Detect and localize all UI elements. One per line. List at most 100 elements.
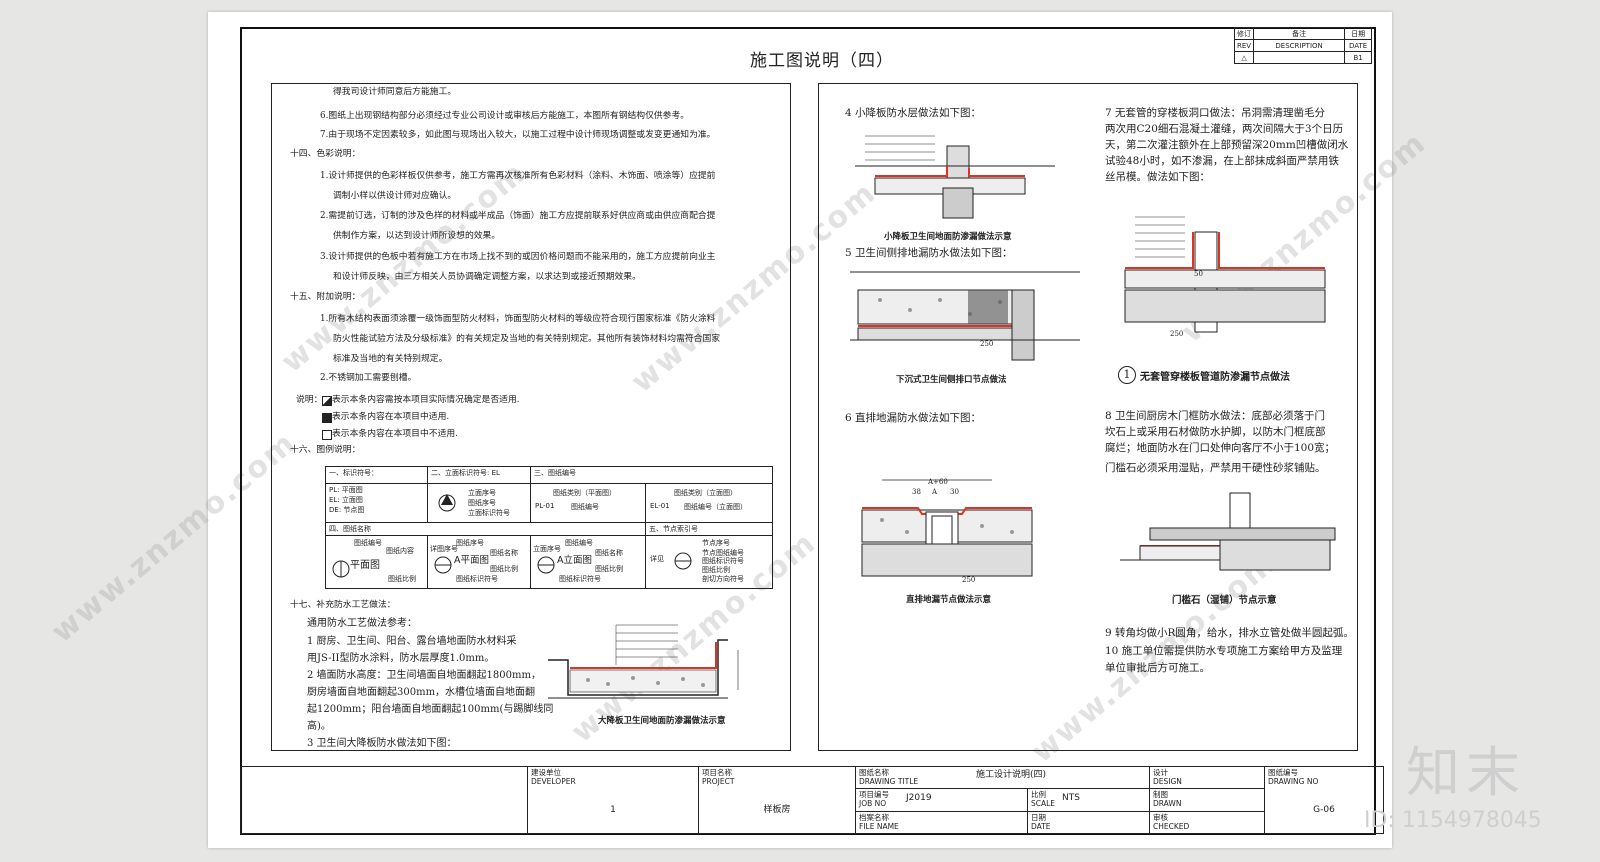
note-7-line: 丝吊模。做法如下图：	[1105, 171, 1210, 183]
page-title: 施工图说明（四）	[750, 51, 894, 71]
legend-b3: 立面序号	[533, 545, 561, 553]
legend-c1: 节点序号	[702, 539, 730, 547]
drawing-no-value: G-06	[1313, 805, 1335, 815]
legend-a2: 图纸名称	[490, 549, 518, 557]
section-heading: 十四、色彩说明：	[290, 149, 361, 159]
wp-line: 起1200mm；阳台墙面自地面翻起100mm(与踢脚线同	[307, 704, 554, 715]
legend-el: EL: 立面图	[329, 496, 363, 504]
legend-no-4: 图纸编号（立面图）	[684, 503, 747, 511]
legend-n2: 图纸内容	[386, 547, 414, 555]
file-label: 档案名称	[859, 812, 889, 822]
dim-38: 38	[912, 488, 921, 496]
job-label: 项目编号	[859, 790, 889, 800]
legend-a5: 图纸标识符号	[456, 575, 498, 583]
note-line: 2.不锈钢加工需要刨槽。	[320, 373, 417, 383]
dim-250: 250	[980, 340, 994, 348]
note-7-line: 两次用C20细石混凝土灌缝，两次间隔大于3个日历	[1105, 123, 1344, 135]
wp-line: 1 厨房、卫生间、阳台、露台墙地面防水材料采	[307, 636, 517, 647]
scale-value: NTS	[1062, 793, 1080, 804]
note-8-line: 门槛石必须采用湿贴，严禁用干硬性砂浆铺贴。	[1105, 462, 1326, 474]
note-line: 得我司设计师同意后方能施工。	[333, 87, 457, 97]
legend-heading: 十六、图例说明：	[290, 445, 361, 455]
pipe-through-slab-figure	[1124, 216, 1326, 333]
note-line: 标准及当地的有关特别规定。	[333, 354, 448, 364]
note-8-line: 8 卫生间厨房木门框防水做法：底部必须落于门	[1105, 410, 1326, 422]
note-9: 9 转角均做小R圆角，给水，排水立管处做半圆起弧。	[1105, 627, 1354, 639]
big-drop-slab-detail-figure	[548, 624, 739, 699]
dim-250: 250	[962, 576, 976, 584]
right-panel	[818, 83, 1358, 751]
fig4-caption: 小降板卫生间地面防渗漏做法示意	[884, 232, 1012, 242]
elev-detail-symbol-icon	[537, 556, 555, 574]
legend-code-pl: PL-01	[535, 502, 555, 510]
waterproof-heading: 十七、补充防水工艺做法：	[290, 600, 396, 610]
note-4: 4 小降板防水层做法如下图：	[845, 107, 982, 119]
date-en: DATE	[1031, 821, 1051, 831]
note-8-line: 坎石上或采用石材做防水护脚，以防木门框底部	[1105, 426, 1326, 438]
note-10-line: 10 施工单位需提供防水专项施工方案给甲方及监理	[1105, 645, 1343, 657]
note-line: 3.设计师提供的色板中若有施工方在市场上找不到的或因价格问题而不能采用的，施工方…	[320, 252, 716, 262]
note-line: 2.需提前订选，订制的涉及色样的材料或半成品（饰面）施工方应提前联系好供应商或由…	[320, 211, 716, 221]
note-5: 5 卫生间侧排地漏防水做法如下图：	[845, 247, 1013, 259]
note-line: 防火性能试验方法及分级标准》的有关规定及当地的有关特别规定。其他所有装饰材料均需…	[333, 334, 721, 344]
drawing-name-symbol-icon	[332, 560, 350, 578]
scale-en: SCALE	[1031, 799, 1056, 809]
scale-label: 比例	[1031, 790, 1046, 800]
note-line: 1.设计师提供的色彩样板仅供参考，施工方需再次核准所有色彩材料（涂料、木饰面、喷…	[320, 171, 716, 181]
legend-n1: 图纸编号	[354, 539, 382, 547]
developer-value: 1	[610, 805, 616, 815]
section-heading: 十五、附加说明：	[290, 292, 361, 302]
legend-b2: 图纸名称	[595, 549, 623, 557]
brand-logo: 知末	[1406, 741, 1526, 804]
explain-line: 表示本条内容在本项目中不适用.	[332, 429, 458, 439]
explain-label: 说明：	[296, 395, 323, 405]
node-index-symbol-icon	[674, 552, 692, 570]
checked-en: CHECKED	[1153, 821, 1190, 831]
explain-line: 表示本条内容在本项目中适用.	[332, 412, 450, 422]
note-line: 6.图纸上出现钢结构部分必须经过专业公司设计或审核后方能施工，本图所有钢结构仅供…	[320, 111, 690, 121]
wp-line: 通用防水工艺做法参考：	[307, 618, 417, 629]
legend-c3: 图纸标识符号	[702, 557, 744, 565]
desc-header: 备注	[1253, 27, 1346, 40]
developer-label: 建设单位	[531, 768, 561, 777]
legend-c5: 剖切方向符号	[702, 575, 744, 583]
legend-n3: 图纸比例	[388, 575, 416, 583]
legend-h5: 五、节点索引号	[645, 522, 773, 536]
dim-250: 250	[1170, 330, 1184, 338]
drawing-title-label: 图纸名称	[859, 768, 889, 777]
wp-line: 2 墙面防水高度：卫生间墙面自地面翻起1800mm，	[307, 670, 541, 681]
legend-alabel: A平面图	[454, 555, 489, 566]
legend-c4: 图纸比例	[702, 566, 730, 574]
dim-a60: A+60	[928, 478, 948, 486]
legend-c2: 节点图纸编号	[702, 549, 744, 557]
legend-b4: 图纸比例	[595, 565, 623, 573]
project-value: 样板房	[763, 805, 791, 815]
fig7-number: 1	[1123, 368, 1131, 381]
wp-line: 高)。	[307, 721, 331, 732]
explain-box-icon	[322, 413, 332, 423]
rev-sub: REV	[1233, 39, 1255, 52]
legend-code-el: EL-01	[650, 502, 670, 510]
id-label: ID: 1154978045	[1364, 808, 1542, 833]
note-7-line: 试验48小时，如不渗漏，在上部抹成斜面严禁用铁	[1105, 155, 1339, 167]
file-en: FILE NAME	[859, 821, 899, 831]
legend-a1: 图纸序号	[456, 539, 484, 547]
direct-drain-figure	[861, 479, 1033, 577]
rev-desc	[1253, 51, 1346, 64]
date-label: 日期	[1031, 812, 1046, 822]
fig6-caption: 直排地漏节点做法示意	[906, 595, 992, 605]
wp-line: 厨房墙面自地面翻起300mm，水槽位墙面自地面翻	[307, 687, 536, 698]
legend-clabel: 详见	[650, 555, 664, 563]
legend-b1: 图纸编号	[565, 539, 593, 547]
title-block: 建设单位 DEVELOPER 1 项目名称 PROJECT 样板房 图纸名称 D…	[240, 765, 1384, 835]
legend-pl: PL: 平面图	[329, 486, 363, 494]
threshold-stone-figure	[1120, 492, 1336, 571]
job-value: J2019	[906, 793, 932, 804]
legend-de: DE: 节点图	[329, 506, 365, 514]
fig7-caption: 无套管穿楼板管道防渗漏节点做法	[1140, 372, 1290, 383]
legend-h3: 三、图纸编号	[530, 466, 773, 484]
project-label: 项目名称	[702, 768, 732, 777]
legend-a3: 详图序号	[430, 545, 458, 553]
